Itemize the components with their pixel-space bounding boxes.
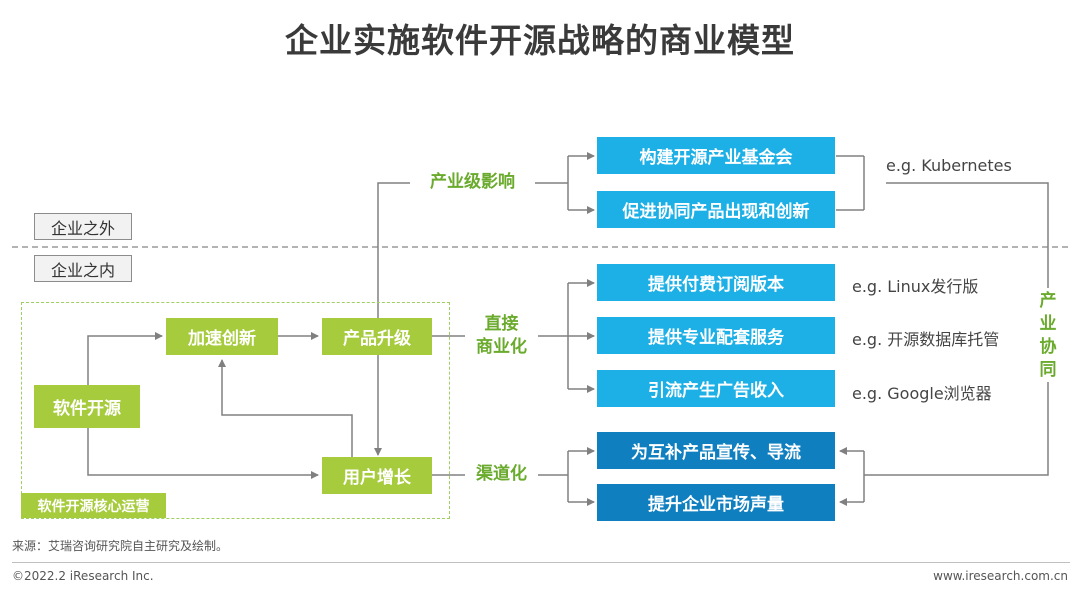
label-channel: 渠道化 [465, 463, 538, 486]
example-kubernetes: e.g. Kubernetes [886, 156, 1012, 175]
label-direct-commercialization: 直接 商业化 [465, 313, 538, 359]
node-open-source: 软件开源 [34, 385, 140, 428]
label-industry-influence: 产业级影响 [410, 171, 535, 194]
open-source-to-growth-arrow [87, 428, 319, 479]
page-title: 企业实施软件开源战略的商业模型 [285, 21, 795, 60]
example-google: e.g. Google浏览器 [852, 384, 992, 403]
outcome-services: 提供专业配套服务 [597, 317, 835, 354]
core-operations-frame [21, 302, 450, 519]
outcome-subscription: 提供付费订阅版本 [597, 264, 835, 301]
zone-inside-label: 企业之内 [34, 255, 132, 282]
website-link[interactable]: www.iresearch.com.cn [933, 569, 1068, 583]
outcome-complementary: 为互补产品宣传、导流 [597, 432, 835, 469]
node-product-upgrade: 产品升级 [322, 318, 432, 355]
core-operations-label: 软件开源核心运营 [21, 493, 166, 518]
open-source-to-accelerate-arrow [87, 332, 163, 385]
label-industry-synergy: 产 业 协 同 [1036, 290, 1060, 382]
outcome-ads: 引流产生广告收入 [597, 370, 835, 407]
source-note: 来源：艾瑞咨询研究院自主研究及绘制。 [12, 539, 229, 553]
growth-to-accelerate-arrow [218, 359, 353, 457]
zone-outside-label: 企业之外 [34, 213, 132, 240]
node-user-growth: 用户增长 [322, 457, 432, 494]
upgrade-to-influence-line [377, 182, 410, 318]
outcome-ecosystem: 促进协同产品出现和创新 [597, 191, 835, 228]
node-accelerate-innovation: 加速创新 [166, 318, 278, 355]
outcome-market-volume: 提升企业市场声量 [597, 484, 835, 521]
outcome-foundation: 构建开源产业基金会 [597, 137, 835, 174]
example-linux: e.g. Linux发行版 [852, 277, 979, 296]
synergy-line-bottom [864, 378, 1049, 476]
footer-divider [12, 562, 1070, 563]
example-database: e.g. 开源数据库托管 [852, 330, 1000, 349]
synergy-line-top [886, 182, 1049, 288]
copyright: ©2022.2 iResearch Inc. [12, 569, 154, 583]
